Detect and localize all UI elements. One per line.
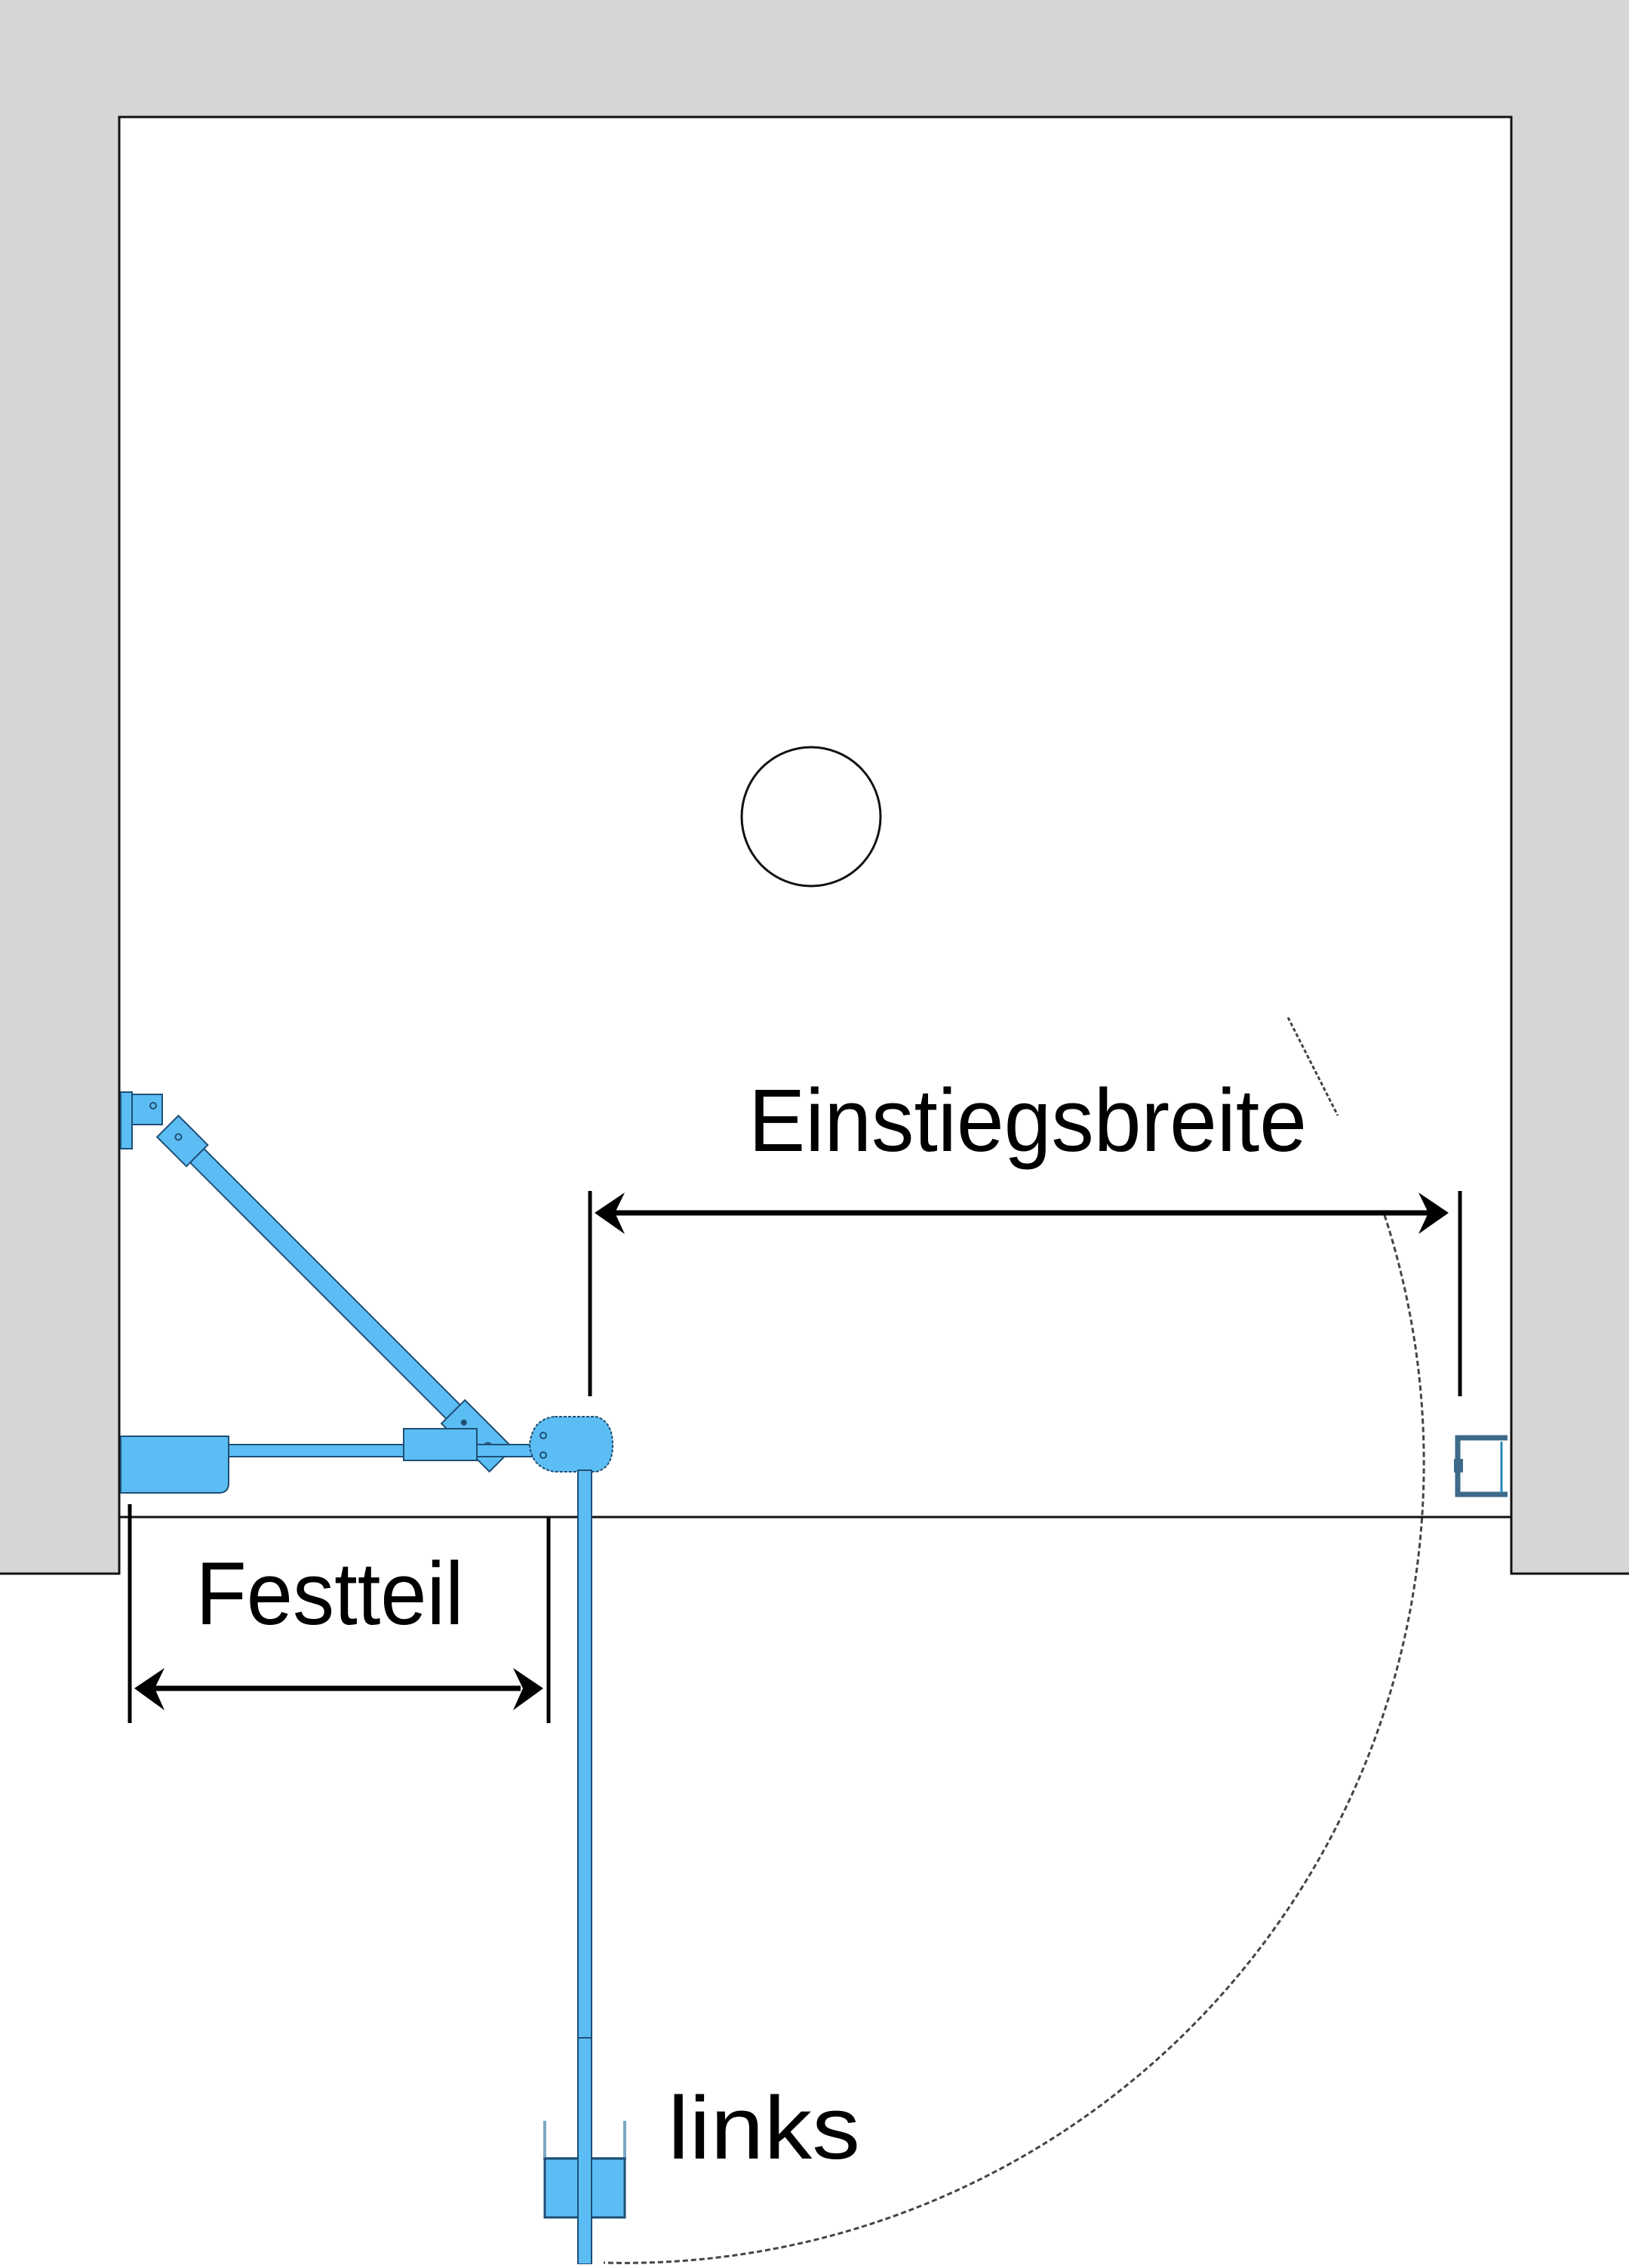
arrowhead-right-icon bbox=[513, 1668, 543, 1710]
fixed-panel-glass bbox=[228, 1444, 535, 1457]
arrowhead-left-icon bbox=[134, 1668, 164, 1710]
right-wall bbox=[1511, 0, 1629, 1574]
wall-outline bbox=[0, 115, 1629, 1575]
drain-icon bbox=[740, 746, 882, 888]
fixed-panel-wall-profile bbox=[120, 1436, 229, 1494]
door-swing-arc bbox=[603, 1214, 1425, 2264]
top-wall bbox=[0, 0, 1629, 117]
screw-icon bbox=[174, 1133, 183, 1141]
strike-plate bbox=[1454, 1435, 1508, 1497]
fixed-panel bbox=[120, 1416, 614, 1494]
arrowhead-right-icon bbox=[1418, 1192, 1449, 1234]
dimension-einstiegsbreite: Einstiegsbreite bbox=[588, 1071, 1462, 1396]
door-panel bbox=[543, 1469, 626, 2265]
side-label: links bbox=[668, 2079, 860, 2178]
wall-mount-bracket bbox=[120, 1091, 133, 1149]
walls bbox=[0, 0, 1629, 1575]
swing-arc-end-tick bbox=[1286, 1017, 1339, 1116]
bracket-joint bbox=[131, 1094, 163, 1125]
door-handle bbox=[543, 2037, 626, 2265]
screw-icon bbox=[149, 1102, 157, 1109]
screw-icon bbox=[460, 1419, 467, 1426]
arrowhead-left-icon bbox=[595, 1192, 625, 1234]
stabilizer-bar bbox=[120, 1091, 515, 1473]
festteil-label: Festteil bbox=[196, 1544, 464, 1644]
left-wall bbox=[0, 0, 119, 1574]
einstiegsbreite-label: Einstiegsbreite bbox=[748, 1071, 1307, 1171]
screw-icon bbox=[539, 1451, 547, 1459]
bar-rod bbox=[189, 1147, 467, 1426]
screw-icon bbox=[539, 1432, 547, 1439]
stabilizer-clamp bbox=[403, 1428, 478, 1461]
hinge bbox=[528, 1416, 614, 1473]
dimension-festteil: Festteil bbox=[128, 1504, 551, 1723]
